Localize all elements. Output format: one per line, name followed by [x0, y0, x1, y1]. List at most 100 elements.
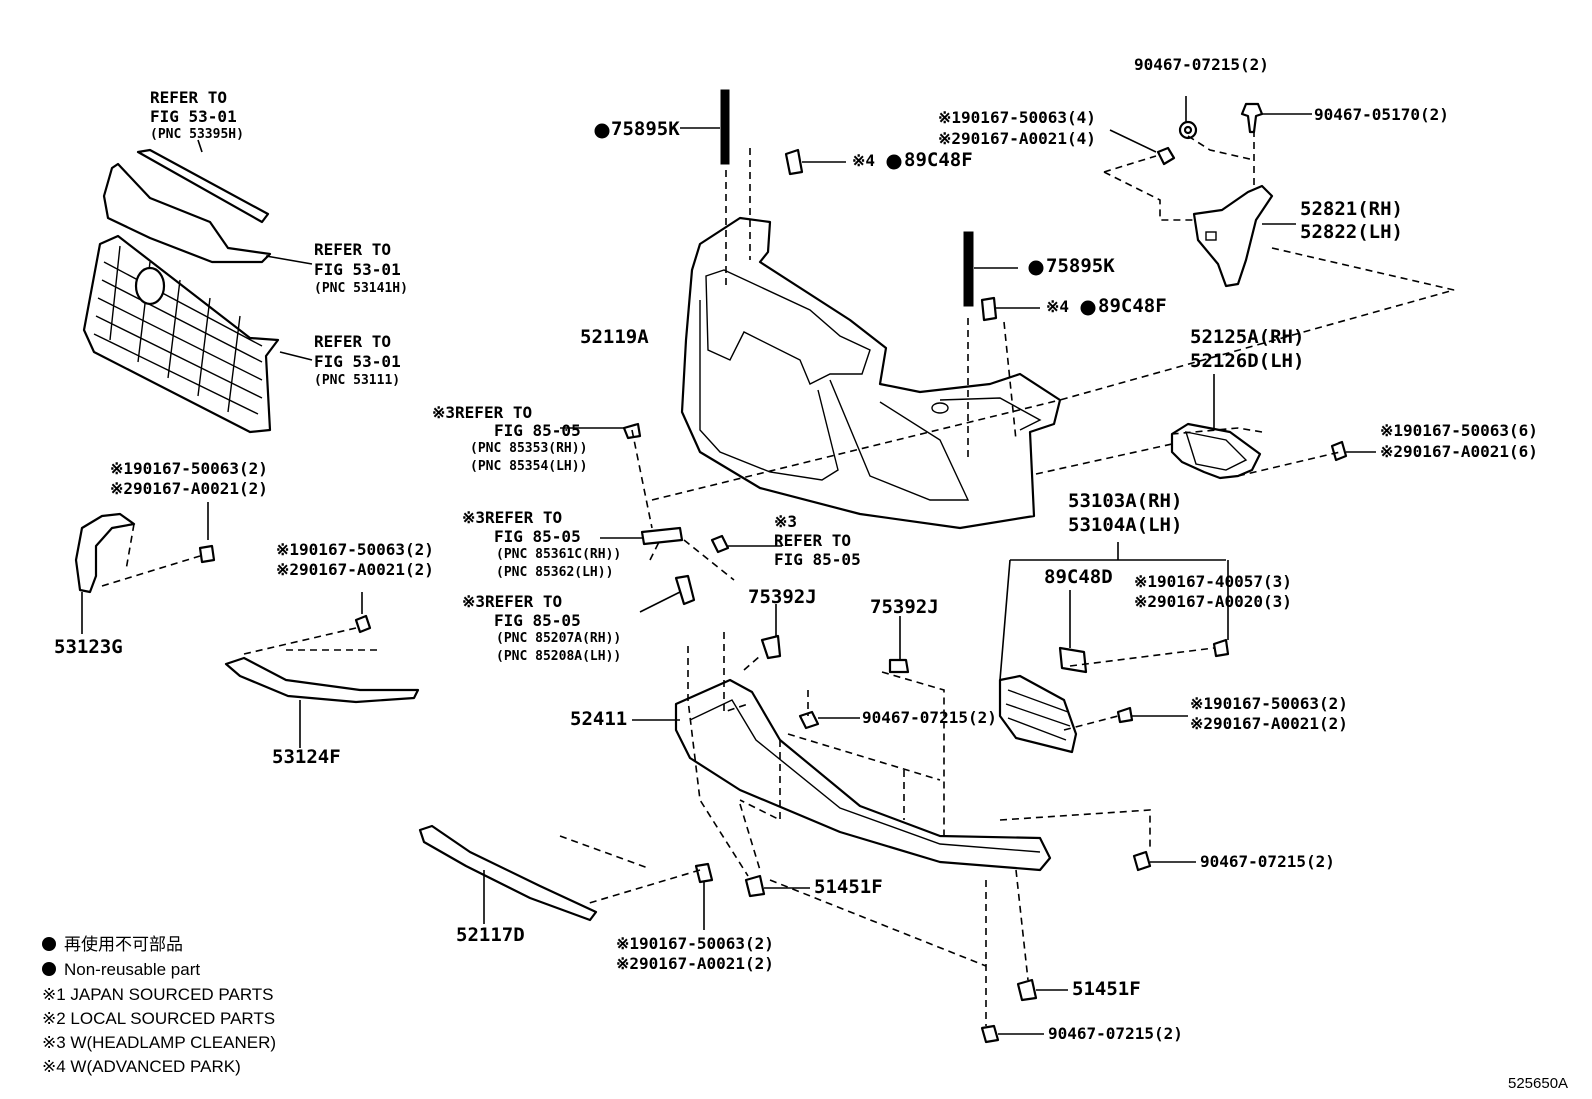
- label-90167-50063-2-left: ※190167-50063(2): [110, 459, 268, 478]
- non-reusable-dot-89c48f-mid: [1080, 300, 1096, 316]
- legend-text-en: Non-reusable part: [64, 960, 201, 979]
- label-refer-53395h-line2: FIG 53-01: [150, 107, 237, 126]
- legend-non-reusable-en: Non-reusable part: [42, 961, 200, 978]
- label-89c48f-top: 89C48F: [904, 149, 973, 171]
- label-53103a-rh: 53103A(RH): [1068, 490, 1183, 512]
- label-refer-85207-line3: (PNC 85207A(RH)): [496, 631, 622, 646]
- label-refer-85361-line3: (PNC 85361C(RH)): [496, 547, 622, 562]
- bracket-75392j-a: [760, 634, 782, 660]
- sensor-retainer-upper: [784, 148, 804, 176]
- label-52125a-rh: 52125A(RH): [1190, 326, 1305, 348]
- label-refer-53141h-line3: (PNC 53141H): [314, 281, 408, 296]
- label-refer-53395h-line1: REFER TO: [150, 88, 228, 107]
- legend-note-4: ※4 W(ADVANCED PARK): [42, 1057, 241, 1076]
- leader-lines-retainers: [802, 161, 1040, 309]
- leader-lines-side-bracket: [1213, 374, 1376, 453]
- label-89c48f-mid-note: ※4: [1046, 297, 1070, 316]
- lower-molding-left: [224, 614, 420, 704]
- headlamp-cleaner-parts: [622, 422, 730, 606]
- label-90167-50063-2-bottom: ※190167-50063(2): [616, 934, 774, 953]
- label-52119a: 52119A: [580, 326, 649, 348]
- label-90167-a0021-2-bottom: ※290167-A0021(2): [616, 954, 774, 973]
- label-refer-8505-line3: FIG 85-05: [774, 550, 861, 569]
- sensor-retainer-middle: [980, 296, 998, 322]
- label-52117d: 52117D: [456, 924, 525, 946]
- label-90167-a0020: ※290167-A0020(3): [1134, 592, 1292, 611]
- label-refer-8505-line2: REFER TO: [774, 531, 852, 550]
- label-90167-a0021-2-left: ※290167-A0021(2): [110, 479, 268, 498]
- label-75895k-mid: 75895K: [1046, 255, 1115, 277]
- radiator-grille: [82, 234, 280, 434]
- label-refer-53111-line3: (PNC 53111): [314, 373, 401, 388]
- bracket-75392j-b: [888, 658, 910, 674]
- label-51451f-b: 51451F: [1072, 978, 1141, 1000]
- label-refer-85361-line4: (PNC 85362(LH)): [496, 565, 614, 580]
- bumper-bracket-upper: [1192, 184, 1274, 288]
- label-refer-85207-line1: ※3REFER TO: [462, 592, 563, 611]
- non-reusable-dot-75895k-top: [594, 123, 610, 139]
- figure-id: 525650A: [1508, 1075, 1569, 1092]
- label-75392j-b: 75392J: [870, 596, 939, 618]
- lower-spoiler: [418, 824, 598, 922]
- label-53104a-lh: 53104A(LH): [1068, 514, 1183, 536]
- leader-lines-grille: [197, 139, 313, 361]
- label-90167-a0021-6: ※290167-A0021(6): [1380, 442, 1538, 461]
- legend-note-3: ※3 W(HEADLAMP CLEANER): [42, 1033, 277, 1052]
- label-refer-53395h-line3: (PNC 53395H): [150, 127, 244, 142]
- label-90467-07215-mid: 90467-07215(2): [862, 708, 997, 727]
- leader-lines-molding: [299, 592, 363, 748]
- label-52822-lh: 52822(LH): [1300, 221, 1403, 243]
- label-90167-50063-2-right: ※190167-50063(2): [1190, 694, 1348, 713]
- label-52126d-lh: 52126D(LH): [1190, 350, 1305, 372]
- leader-lines-seals: [680, 127, 1018, 269]
- label-refer-85353-line4: (PNC 85354(LH)): [470, 459, 588, 474]
- seal-strip-upper: [720, 89, 730, 165]
- lower-bumper-absorber: [674, 678, 1052, 872]
- label-52411: 52411: [570, 708, 628, 730]
- label-90167-a0021-2-mid: ※290167-A0021(2): [276, 560, 434, 579]
- legend-bullet-en: [42, 962, 56, 976]
- label-52821-rh: 52821(RH): [1300, 198, 1403, 220]
- legend-note-2: ※2 LOCAL SOURCED PARTS: [42, 1009, 276, 1028]
- label-refer-85353-line3: (PNC 85353(RH)): [470, 441, 588, 456]
- label-53123g: 53123G: [54, 636, 123, 658]
- label-53124f: 53124F: [272, 746, 341, 768]
- legend-note-1: ※1 JAPAN SOURCED PARTS: [42, 985, 274, 1004]
- leader-lines-cleaner: [560, 427, 782, 613]
- label-refer-53141h-line1: REFER TO: [314, 240, 392, 259]
- leader-lines-fog-grille: [999, 542, 1229, 717]
- label-90467-05170: 90467-05170(2): [1314, 105, 1449, 124]
- label-89c48f-top-note: ※4: [852, 151, 876, 170]
- bumper-cover: [680, 216, 1062, 530]
- non-reusable-dot-75895k-mid: [1028, 260, 1044, 276]
- label-90167-a0021-2-right: ※290167-A0021(2): [1190, 714, 1348, 733]
- leader-lines-lower-clips: [703, 717, 1196, 1035]
- label-90167-50063-2-mid: ※190167-50063(2): [276, 540, 434, 559]
- label-refer-85207-line4: (PNC 85208A(LH)): [496, 649, 622, 664]
- legend-text-jp: 再使用不可部品: [64, 935, 183, 954]
- legend-non-reusable-jp: 再使用不可部品: [42, 936, 183, 953]
- leader-lines-75392j: [775, 604, 901, 660]
- grille-molding-strip: [102, 148, 272, 264]
- fog-lamp-grille: [998, 638, 1230, 754]
- clip-top-right: [1156, 102, 1264, 166]
- label-refer-53111-line2: FIG 53-01: [314, 352, 401, 371]
- label-refer-53141h-line2: FIG 53-01: [314, 260, 401, 279]
- leader-lines-clips-top: [1109, 96, 1312, 153]
- label-refer-85353-line2: FIG 85-05: [494, 421, 581, 440]
- label-89c48d: 89C48D: [1044, 566, 1113, 588]
- leader-lines-left-cover: [81, 502, 209, 634]
- fog-lamp-cover-left: [74, 512, 216, 594]
- label-90467-07215-bottom: 90467-07215(2): [1048, 1024, 1183, 1043]
- assembly-dash-lines: [101, 130, 1455, 1026]
- label-89c48f-mid: 89C48F: [1098, 295, 1167, 317]
- label-90167-40057: ※190167-40057(3): [1134, 572, 1292, 591]
- label-refer-8505-note: ※3: [774, 512, 798, 531]
- non-reusable-dot-89c48f-top: [886, 154, 902, 170]
- label-90167-50063-6: ※190167-50063(6): [1380, 421, 1538, 440]
- label-90167-50063-4: ※190167-50063(4): [938, 108, 1096, 127]
- lower-clips: [694, 710, 1152, 1044]
- label-90167-a0021-4: ※290167-A0021(4): [938, 129, 1096, 148]
